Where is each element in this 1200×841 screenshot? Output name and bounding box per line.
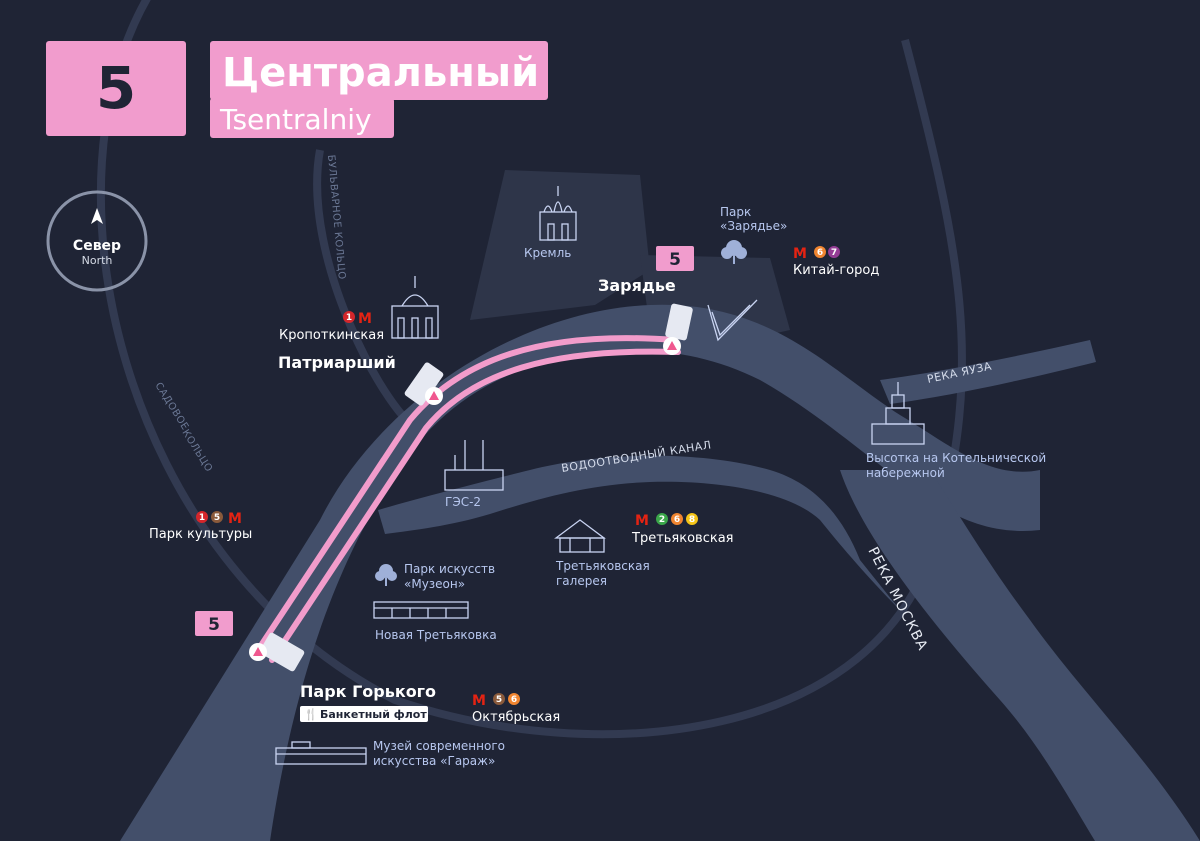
pier-marker-gorky[interactable] xyxy=(249,643,267,661)
stop-badge-gorky-number: 5 xyxy=(208,615,220,635)
line-badge-6: 6 xyxy=(817,248,823,258)
route-number-badge xyxy=(46,41,186,136)
pier-name-gorky: Парк Горького xyxy=(300,682,436,701)
pier-gorky-bar xyxy=(259,632,305,672)
compass: Север North xyxy=(46,190,148,292)
moskva-river-south xyxy=(840,470,1200,841)
muzeon-label-1: Парк искусств xyxy=(404,562,495,576)
pier-zaryadye-bar xyxy=(665,303,693,341)
route-name-ru: Центральный xyxy=(222,50,539,96)
pier-marker-patriarshiy[interactable] xyxy=(425,387,443,405)
line-badge-7: 7 xyxy=(831,248,837,258)
metro-kitay-gorod[interactable]: М 6 7 Китай-город xyxy=(793,246,879,278)
route-line-outer xyxy=(255,335,678,653)
skyscraper-icon xyxy=(871,382,925,445)
route-name-en-badge xyxy=(210,98,394,138)
banquet-fleet-label: Банкетный флот xyxy=(320,708,427,721)
line-badge-6: 6 xyxy=(674,515,680,525)
kotelnicheskaya-label-2: набережной xyxy=(866,466,945,480)
line-badge-1: 1 xyxy=(346,313,352,323)
moskva-river xyxy=(120,304,1040,841)
ges2-label: ГЭС-2 xyxy=(445,495,481,509)
pier-name-zaryadye: Зарядье xyxy=(598,276,676,295)
kotelnicheskaya-label-1: Высотка на Котельнической xyxy=(866,451,1046,465)
metro-park-kultury-label: Парк культуры xyxy=(149,527,252,542)
banquet-fleet-badge xyxy=(300,706,428,722)
metro-tretyakovskaya[interactable]: М 2 6 8 Третьяковская xyxy=(631,513,734,546)
fork-knife-icon: 🍴 xyxy=(304,708,318,721)
metro-kropotkinskaya-label: Кропоткинская xyxy=(279,328,384,343)
metro-kropotkinskaya[interactable]: 1 М Кропоткинская xyxy=(279,311,384,343)
line-badge-8: 8 xyxy=(689,515,695,525)
metro-park-kultury[interactable]: 1 5 М Парк культуры xyxy=(149,511,252,542)
floating-bridge-icon xyxy=(707,299,758,342)
line-badge-6: 6 xyxy=(511,695,517,705)
line-badge-1: 1 xyxy=(199,513,205,523)
kremlin-label: Кремль xyxy=(524,246,571,260)
tree-icon-zaryadye xyxy=(721,240,747,264)
route-number: 5 xyxy=(96,54,136,122)
metro-oktyabrskaya-label: Октябрьская xyxy=(472,710,560,725)
pier-marker-zaryadye[interactable] xyxy=(663,337,681,355)
stop-badge-gorky xyxy=(195,611,233,636)
new-tretyakov-icon xyxy=(373,601,469,619)
tretyakov-gallery-label-1: Третьяковская xyxy=(555,559,650,573)
garage-museum-icon xyxy=(275,741,367,765)
tretyakov-gallery-icon xyxy=(554,519,606,553)
garden-ring xyxy=(96,0,966,739)
cathedral-icon xyxy=(391,276,439,339)
line-badge-5: 5 xyxy=(214,513,220,523)
route-name-en: Tsentralniy xyxy=(219,103,372,136)
route-line-inner xyxy=(269,348,681,663)
metro-icon: М xyxy=(635,513,649,529)
pier-name-patriarshiy: Патриарший xyxy=(278,353,396,372)
kremlin-block xyxy=(470,170,650,320)
metro-icon: М xyxy=(472,693,486,709)
kremlin-icon xyxy=(539,186,577,241)
muzeon-label-2: «Музеон» xyxy=(404,577,465,591)
ges2-icon xyxy=(444,440,504,491)
zaryadye-park-label-1: Парк xyxy=(720,205,751,219)
compass-en: North xyxy=(82,254,113,267)
pier-patriarshiy-bar xyxy=(404,362,444,406)
metro-oktyabrskaya[interactable]: М 5 6 Октябрьская xyxy=(472,693,560,725)
stop-badge-zaryadye xyxy=(656,246,694,271)
stop-badge-zaryadye-number: 5 xyxy=(669,250,681,270)
new-tretyakov-label: Новая Третьяковка xyxy=(375,628,497,642)
yauza-river xyxy=(880,340,1096,404)
tree-icon-muzeon xyxy=(375,564,397,586)
tretyakov-gallery-label-2: галерея xyxy=(556,574,607,588)
zaryadye-park-label-2: «Зарядье» xyxy=(720,219,787,233)
compass-ru: Север xyxy=(73,238,121,254)
vodootvodny-canal xyxy=(378,455,900,610)
garage-label-2: искусства «Гараж» xyxy=(373,754,495,768)
metro-icon: М xyxy=(358,311,372,327)
metro-kitay-gorod-label: Китай-город xyxy=(793,263,879,278)
metro-tretyakovskaya-label: Третьяковская xyxy=(631,531,734,546)
line-badge-2: 2 xyxy=(659,515,665,525)
route-name-badge xyxy=(210,41,548,100)
line-badge-5: 5 xyxy=(496,695,502,705)
metro-icon: М xyxy=(228,511,242,527)
metro-icon: М xyxy=(793,246,807,262)
north-arrow-icon xyxy=(91,208,103,224)
garage-label-1: Музей современного xyxy=(373,739,505,753)
